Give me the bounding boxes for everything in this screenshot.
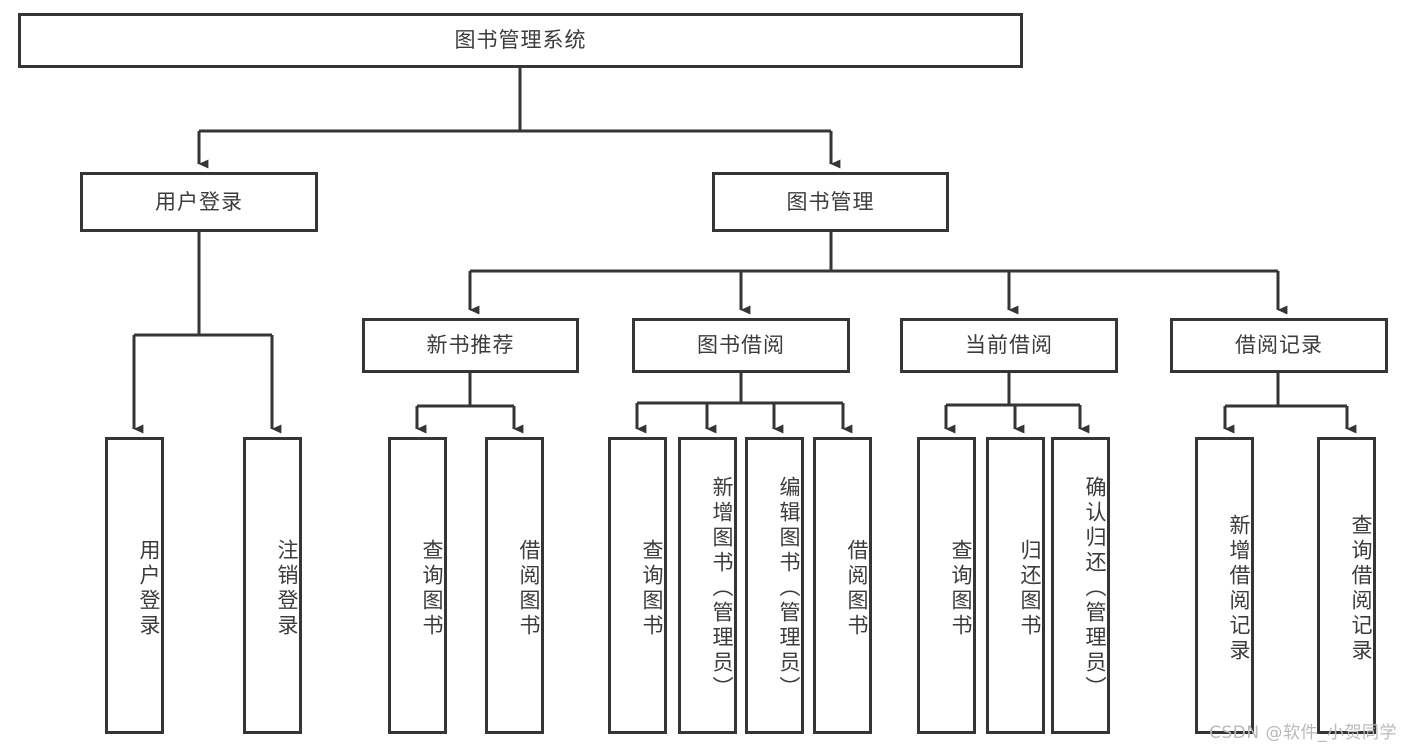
node-label: 新书推荐	[426, 333, 515, 358]
node-label: 用户登录	[137, 538, 161, 639]
node-label: 借阅图书	[845, 538, 869, 639]
node-label: 归还图书	[1018, 538, 1042, 639]
node-borrow-record[interactable]: 借阅记录	[1170, 318, 1388, 373]
node-label: 注销登录	[275, 538, 299, 639]
edges	[132, 67, 1357, 434]
leaf-borrow-book[interactable]: 借阅图书	[813, 437, 872, 734]
leaf-new-book-borrow[interactable]: 借阅图书	[485, 437, 544, 734]
node-label: 查询图书	[420, 538, 444, 639]
leaf-add-borrow-record[interactable]: 新增借阅记录	[1195, 437, 1254, 734]
node-book-borrow[interactable]: 图书借阅	[632, 318, 850, 373]
leaf-new-book-query[interactable]: 查询图书	[388, 437, 447, 734]
leaf-user-login[interactable]: 用户登录	[105, 437, 164, 734]
node-label: 编辑图书（管理员）	[777, 476, 801, 701]
node-label: 图书管理系统	[454, 28, 587, 53]
node-current-borrow[interactable]: 当前借阅	[900, 318, 1118, 373]
leaf-confirm-return-admin[interactable]: 确认归还（管理员）	[1051, 437, 1110, 734]
node-book-management[interactable]: 图书管理	[712, 172, 949, 232]
node-new-book-recommend[interactable]: 新书推荐	[362, 318, 579, 373]
leaf-borrow-query-book[interactable]: 查询图书	[608, 437, 667, 734]
node-user-login[interactable]: 用户登录	[80, 172, 318, 232]
node-label: 借阅记录	[1235, 333, 1323, 358]
node-label: 新增借阅记录	[1227, 513, 1251, 664]
node-label: 借阅图书	[517, 538, 541, 639]
node-label: 用户登录	[155, 189, 243, 214]
node-root-system[interactable]: 图书管理系统	[18, 13, 1023, 68]
leaf-current-query-book[interactable]: 查询图书	[917, 437, 976, 734]
node-label: 新增图书（管理员）	[710, 476, 734, 701]
leaf-logout[interactable]: 注销登录	[243, 437, 302, 734]
node-label: 查询图书	[949, 538, 973, 639]
node-label: 当前借阅	[965, 333, 1053, 358]
leaf-add-book-admin[interactable]: 新增图书（管理员）	[678, 437, 737, 734]
leaf-edit-book-admin[interactable]: 编辑图书（管理员）	[745, 437, 804, 734]
node-label: 确认归还（管理员）	[1083, 476, 1107, 701]
leaf-return-book[interactable]: 归还图书	[986, 437, 1045, 734]
node-label: 图书管理	[786, 189, 875, 214]
leaf-query-borrow-record[interactable]: 查询借阅记录	[1317, 437, 1376, 734]
node-label: 查询图书	[640, 538, 664, 639]
node-label: 查询借阅记录	[1349, 513, 1373, 664]
node-label: 图书借阅	[697, 333, 785, 358]
